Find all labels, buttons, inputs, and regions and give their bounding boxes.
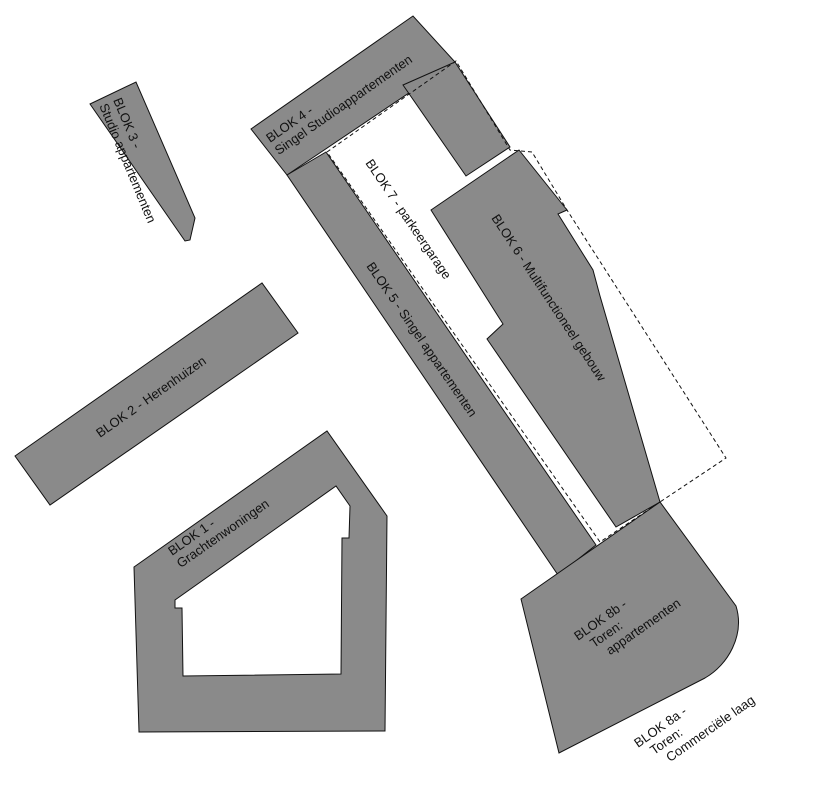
blok-6-building xyxy=(430,149,661,528)
blok-1-building xyxy=(133,430,388,733)
blok-7-outline xyxy=(326,60,727,543)
blok-2-building xyxy=(14,282,299,506)
blok-4-east-wing xyxy=(402,61,511,177)
blok-5-label-line1: BLOK 5 - Singel appartementen xyxy=(364,259,481,419)
blok-3-building xyxy=(89,81,196,242)
blok-8-tower xyxy=(520,501,739,754)
blok-5-building xyxy=(286,151,597,576)
blok-5-label: BLOK 5 - Singel appartementen xyxy=(364,259,481,419)
